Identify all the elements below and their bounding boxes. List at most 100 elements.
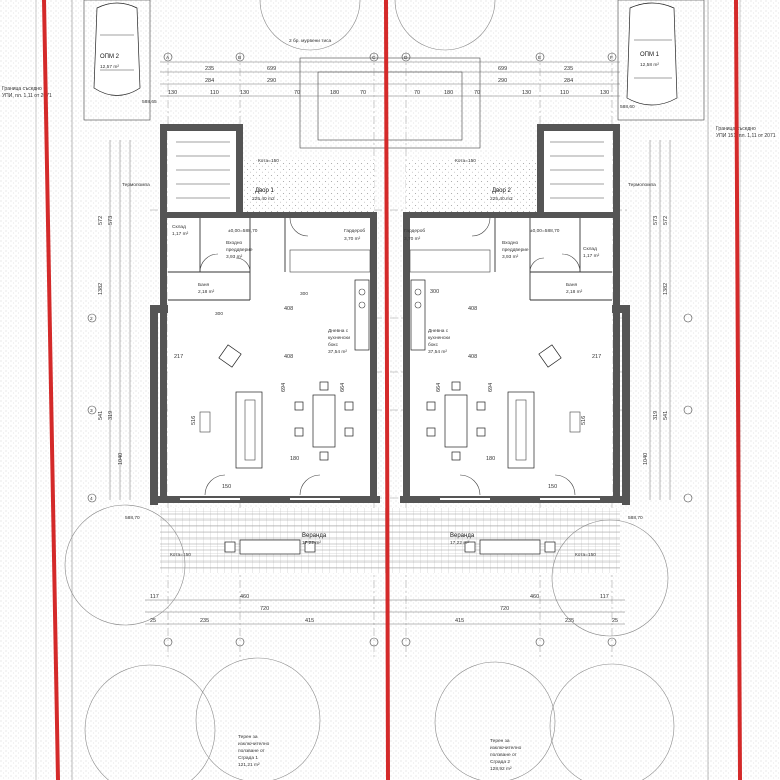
terrain-right: Терен за изключително ползване от Сграда…: [490, 738, 522, 772]
side-left-0: 572: [98, 216, 104, 225]
trees-bottom: [64, 504, 675, 780]
svg-text:235: 235: [565, 618, 574, 624]
side-dims-left: 572 573 1382 541 319 1040: [98, 140, 131, 500]
dim-top3-0: 130: [168, 90, 177, 96]
level-right: 588,60: [620, 104, 635, 110]
level-bottom-right: 588,70: [628, 515, 643, 521]
dim-bottom-row1: 117 460 720 720 460 117: [150, 594, 609, 612]
svg-text:720: 720: [260, 606, 269, 612]
storage-left: Склад: [172, 224, 186, 230]
dim-top2-1: 290: [267, 78, 276, 84]
dim-top3-7: 180: [444, 90, 453, 96]
veranda-left-label: Веранда: [302, 533, 327, 539]
grid-num-2: 3: [90, 408, 93, 414]
bath-left-area: 2,18 m²: [198, 289, 215, 295]
svg-text:Граница съседно: Граница съседно: [2, 86, 42, 92]
svg-text:408: 408: [284, 306, 293, 312]
svg-text:408: 408: [284, 354, 293, 360]
svg-text:изключително: изключително: [238, 742, 270, 747]
svg-text:217: 217: [592, 354, 601, 360]
svg-text:720: 720: [500, 606, 509, 612]
side-dims-right: 573 572 1382 541 319 1040: [643, 140, 671, 500]
svg-text:180: 180: [486, 456, 495, 462]
svg-text:300: 300: [215, 311, 223, 317]
dim-row1: 235 699 699 235: [205, 66, 573, 72]
svg-text:460: 460: [240, 594, 249, 600]
svg-text:25: 25: [150, 618, 156, 624]
dim-top3-6: 70: [414, 90, 420, 96]
entry-left-area: 3,93 m²: [226, 254, 243, 260]
room-labels-left: Двор 1 225,40 m2 Кота=150 Термопомпа ±0,…: [122, 158, 365, 355]
wardrobe-left: Гардероб: [344, 228, 365, 234]
side-left-5: 1040: [118, 453, 124, 465]
svg-text:217: 217: [174, 354, 183, 360]
dim-row3: 130 110 130 70 180 70 70 180 70 130 110 …: [168, 90, 609, 96]
svg-text:Терен за: Терен за: [490, 738, 510, 744]
dimension-lines-bottom: [145, 599, 625, 625]
living-left2: кухненски: [328, 336, 350, 341]
living-left: Дневна с: [328, 328, 349, 334]
wardrobe-right-area: 3,70 m²: [404, 236, 421, 242]
dim-top2-0: 284: [205, 78, 214, 84]
building-left: 300 300: [150, 124, 380, 505]
dim-top3-2: 130: [240, 90, 249, 96]
grid-letter-d: D: [404, 55, 408, 61]
dim-top3-11: 130: [600, 90, 609, 96]
room-labels-right: Двор 2 225,40 m2 Кота=150 Термопомпа ±0,…: [404, 158, 656, 355]
svg-text:Терен за: Терен за: [238, 734, 258, 740]
grid-letter-f: F: [610, 55, 613, 61]
svg-text:117: 117: [600, 594, 609, 600]
side-left-2: 1382: [98, 283, 104, 295]
bath-right: Баня: [566, 282, 577, 288]
dim-top3-3: 70: [294, 90, 300, 96]
svg-text:ползване от: ползване от: [490, 753, 518, 758]
parking-right-area: 12,58 m²: [640, 62, 659, 68]
level-right-unit: ±0,00=588,70: [530, 228, 560, 234]
entry-left2: преддверие: [226, 248, 253, 253]
dim-top1-3: 235: [564, 66, 573, 72]
dim-top2-2: 290: [498, 78, 507, 84]
grid-num-3: 4: [90, 496, 93, 502]
grid-num-1: 2: [90, 316, 93, 322]
svg-text:415: 415: [305, 618, 314, 624]
dim-top1-2: 699: [498, 66, 507, 72]
dim-top3-8: 70: [474, 90, 480, 96]
svg-text:516: 516: [581, 416, 587, 425]
wardrobe-left-area: 3,70 m²: [344, 236, 361, 242]
svg-text:415: 415: [455, 618, 464, 624]
dim-row2: 284 290 290 284: [205, 78, 573, 84]
side-left-4: 319: [108, 411, 114, 420]
svg-text:300: 300: [430, 289, 439, 295]
grid-bubbles-top: A B C D E F: [163, 52, 617, 62]
grid-letter-c: C: [372, 55, 376, 61]
kota-right: Кота=150: [455, 158, 476, 164]
svg-text:Сграда 1: Сграда 1: [238, 755, 258, 761]
living-left-area: 37,54 m²: [328, 349, 347, 355]
living-right3: бокс: [428, 342, 439, 348]
svg-text:664: 664: [436, 383, 442, 392]
dim-bottom-row2: 25 235 415 415 235 25: [150, 618, 618, 624]
svg-text:128,92 m²: 128,92 m²: [490, 766, 512, 772]
yard2-area: 225,40 m2: [490, 196, 513, 202]
svg-text:694: 694: [488, 383, 494, 392]
dim-top1-1: 699: [267, 66, 276, 72]
veranda-right-area: 17,22 m²: [450, 540, 469, 546]
wardrobe-right: Гардероб: [404, 228, 425, 234]
svg-text:изключително: изключително: [490, 746, 522, 751]
side-right-0: 573: [653, 216, 659, 225]
side-left-1: 573: [108, 216, 114, 225]
svg-text:117: 117: [150, 594, 159, 600]
yard1-area: 225,40 m2: [252, 196, 275, 202]
trees-label: 2 бр. мурвени тиса: [289, 38, 332, 44]
svg-text:235: 235: [200, 618, 209, 624]
dim-top3-1: 110: [210, 90, 219, 96]
dim-top1-0: 235: [205, 66, 214, 72]
storage-right: Склад: [583, 246, 597, 252]
kota-left: Кота=150: [258, 158, 279, 164]
building-right: [400, 124, 630, 505]
living-right-area: 37,54 m²: [428, 349, 447, 355]
entry-right: Входно: [502, 240, 519, 246]
kota-veranda-right: Кота=150: [575, 552, 596, 558]
parking-right-label: ОПМ 1: [640, 52, 660, 58]
